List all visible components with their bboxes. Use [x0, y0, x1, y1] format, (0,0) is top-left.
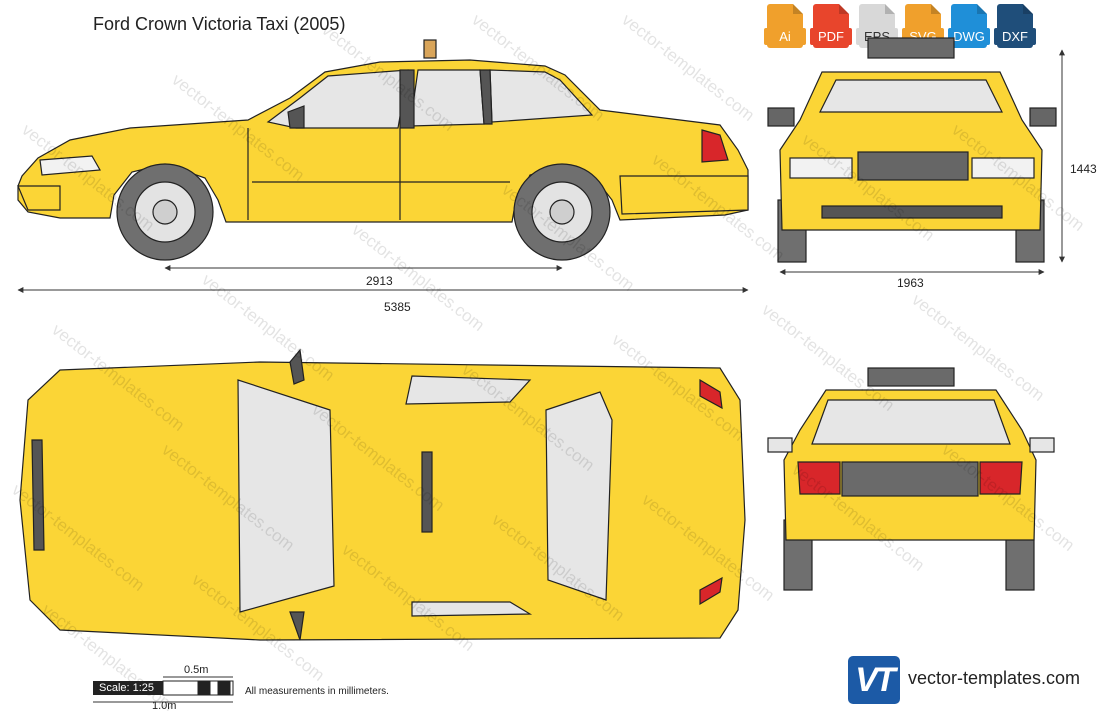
- side-mirror: [287, 105, 305, 129]
- side-rear-bumper: [619, 175, 749, 215]
- rear-mirror-right: [1029, 437, 1055, 453]
- wheelbase-label: 2913: [366, 274, 393, 288]
- side-front-bumper: [17, 185, 61, 211]
- side-window-mid: [409, 69, 485, 127]
- front-windshield: [819, 79, 1003, 113]
- length-label: 5385: [384, 300, 411, 314]
- format-pdf-badge[interactable]: PDF: [810, 4, 852, 50]
- top-taillight-left: [699, 378, 723, 410]
- top-mirror-left: [289, 348, 305, 385]
- rear-trunk-panel: [841, 461, 979, 497]
- scale-half-meter: 0.5m: [184, 664, 209, 676]
- top-rear-window: [545, 391, 613, 601]
- front-grille: [857, 151, 969, 181]
- top-roof-light: [421, 451, 433, 533]
- scale-label: Scale: 1:25: [93, 681, 163, 695]
- scale-bar-graphic: [93, 676, 234, 703]
- top-side-window-right: [411, 601, 533, 617]
- side-taillight: [701, 129, 729, 163]
- rear-taillight-left: [797, 461, 841, 495]
- page-title: Ford Crown Victoria Taxi (2005): [93, 14, 346, 34]
- side-c-pillar: [479, 69, 493, 125]
- site-url[interactable]: vector-templates.com: [908, 668, 1081, 688]
- front-view: [767, 37, 1057, 263]
- side-view: [17, 39, 749, 261]
- height-label: 1443: [1070, 162, 1097, 176]
- rear-window: [811, 399, 1011, 445]
- rear-view: [767, 367, 1055, 591]
- rear-roof-light: [867, 367, 955, 387]
- format-ai-badge[interactable]: Ai: [764, 4, 806, 50]
- rear-taillight-right: [979, 461, 1023, 495]
- roof-light: [423, 39, 437, 59]
- format-label: DXF: [994, 28, 1036, 45]
- rear-wheel: [513, 163, 611, 261]
- top-windshield: [237, 379, 335, 613]
- scale-one-meter: 1.0m: [152, 700, 177, 712]
- format-dwg-badge[interactable]: DWG: [948, 4, 990, 50]
- front-roof-light: [867, 37, 955, 59]
- top-side-window-left: [405, 375, 532, 405]
- format-dxf-badge[interactable]: DXF: [994, 4, 1036, 50]
- front-headlight-right: [971, 157, 1035, 179]
- format-label: Ai: [764, 28, 806, 45]
- top-front-grille: [31, 439, 45, 551]
- width-label: 1963: [897, 276, 924, 290]
- vt-logo: VT: [848, 656, 900, 704]
- format-label: DWG: [948, 28, 990, 45]
- front-mirror-left: [767, 107, 795, 127]
- top-mirror-right: [289, 611, 305, 641]
- measurement-note: All measurements in millimeters.: [245, 686, 389, 697]
- side-headlight: [39, 155, 101, 176]
- front-headlight-left: [789, 157, 853, 179]
- rear-mirror-left: [767, 437, 793, 453]
- top-taillight-right: [699, 576, 723, 606]
- top-view: [19, 348, 746, 641]
- front-lower-grille: [821, 205, 1003, 219]
- side-b-pillar: [399, 69, 415, 129]
- front-mirror-right: [1029, 107, 1057, 127]
- front-wheel: [116, 163, 214, 261]
- format-label: PDF: [810, 28, 852, 45]
- top-body: [19, 361, 746, 641]
- format-badges: Ai PDF EPS SVG DWG DXF: [764, 4, 1036, 50]
